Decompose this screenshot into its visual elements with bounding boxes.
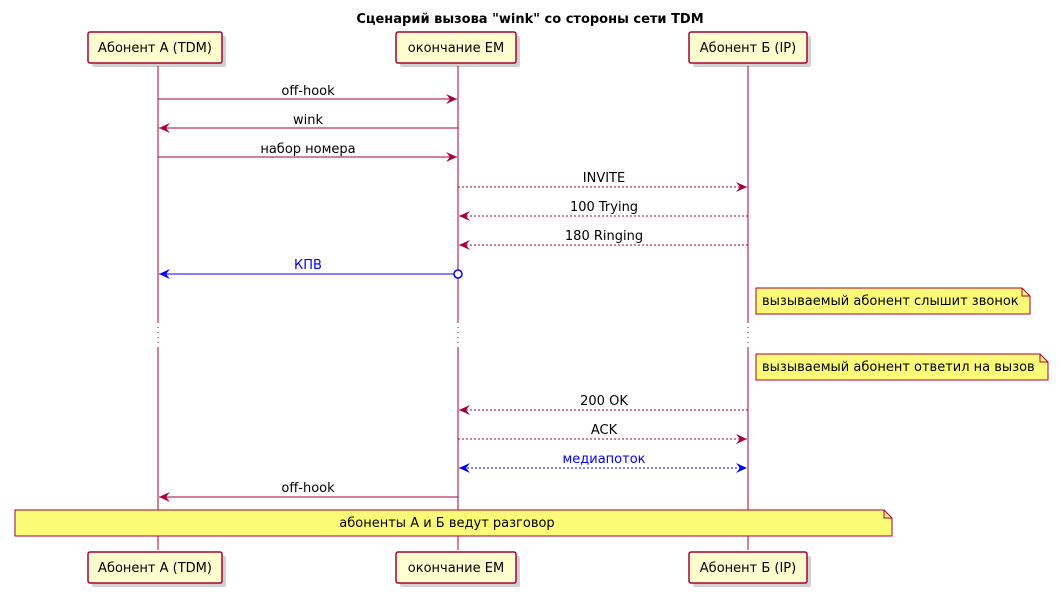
note-talk-text: абоненты А и Б ведут разговор	[339, 516, 554, 531]
message-label: 200 OK	[580, 394, 628, 409]
message-180-ringing: 180 Ringing	[459, 229, 748, 250]
message-ack: ACK	[458, 423, 747, 444]
message-invite: INVITE	[458, 171, 747, 192]
message-label: off-hook	[281, 481, 335, 496]
participant-em-bottom: окончание ЕМ	[395, 551, 520, 587]
message-label: КПВ	[294, 258, 322, 273]
participant-b-bottom: Абонент Б (IP)	[688, 551, 811, 587]
message-label: набор номера	[260, 142, 355, 157]
message-media-stream: медиапоток	[459, 452, 747, 473]
note-answered: вызываемый абонент ответил на вызов	[755, 353, 1049, 381]
message-label: медиапоток	[562, 452, 645, 467]
message-label: 180 Ringing	[565, 229, 643, 244]
participant-b-label: Абонент Б (IP)	[700, 41, 796, 56]
participant-em-label: окончание ЕМ	[408, 561, 504, 576]
note-ringing-text: вызываемый абонент слышит звонок	[762, 294, 1019, 309]
message-label: off-hook	[281, 84, 335, 99]
note-answered-text: вызываемый абонент ответил на вызов	[762, 360, 1035, 375]
message-dialing: набор номера	[158, 142, 457, 162]
circle-start-marker	[453, 269, 463, 279]
message-label: wink	[293, 113, 323, 128]
participant-em-label: окончание ЕМ	[408, 41, 504, 56]
message-label: ACK	[591, 423, 618, 438]
message-off-hook-1: off-hook	[158, 84, 457, 104]
participant-b-top: Абонент Б (IP)	[688, 31, 811, 67]
participant-b-label: Абонент Б (IP)	[700, 561, 796, 576]
message-wink: wink	[159, 113, 458, 133]
note-talk: абоненты А и Б ведут разговор	[14, 509, 893, 537]
message-off-hook-2: off-hook	[159, 481, 458, 502]
participant-em-top: окончание ЕМ	[395, 31, 520, 67]
participant-a-top: Абонент А (TDM)	[87, 31, 226, 67]
note-ringing: вызываемый абонент слышит звонок	[755, 287, 1031, 315]
message-200-ok: 200 OK	[459, 394, 748, 415]
message-kpv: КПВ	[159, 258, 463, 279]
participant-a-bottom: Абонент А (TDM)	[87, 551, 226, 587]
diagram-title: Сценарий вызова "wink" со стороны сети T…	[356, 12, 703, 27]
participant-a-label: Абонент А (TDM)	[98, 561, 212, 576]
participant-a-label: Абонент А (TDM)	[98, 41, 212, 56]
message-100-trying: 100 Trying	[459, 200, 748, 221]
message-label: 100 Trying	[570, 200, 638, 215]
lifelines	[157, 66, 749, 550]
message-label: INVITE	[583, 171, 625, 186]
